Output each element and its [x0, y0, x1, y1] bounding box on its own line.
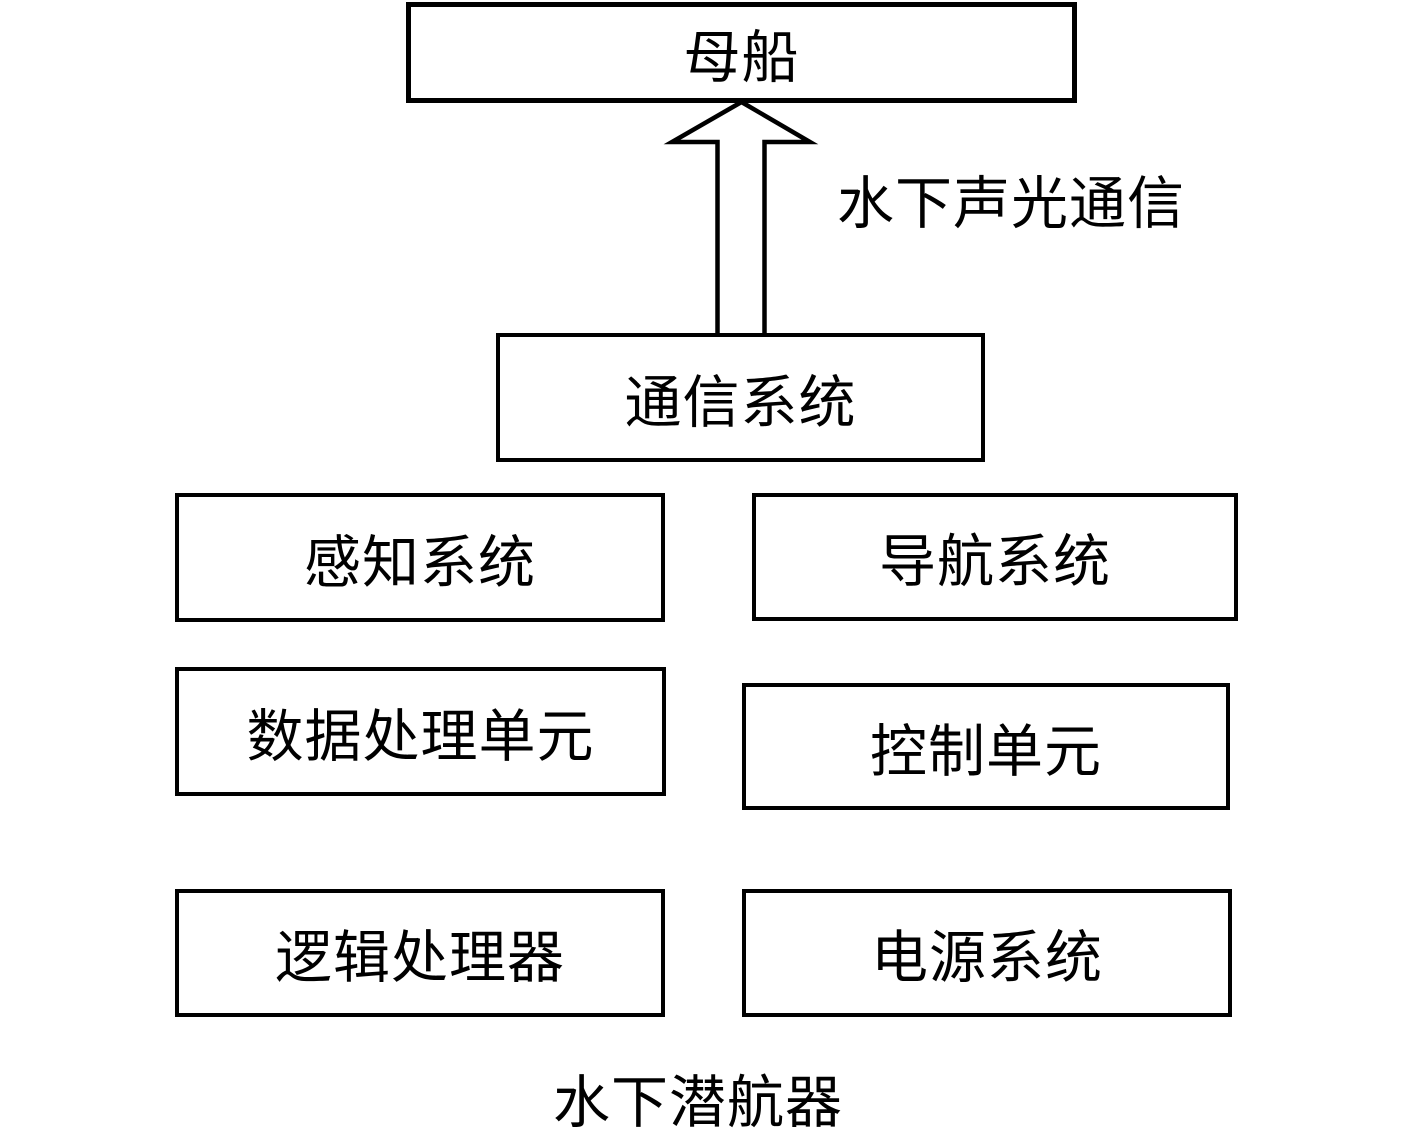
node-navigation-system: 导航系统 [752, 493, 1238, 621]
connection-label: 水下声光通信 [837, 173, 1185, 236]
node-data-processing-unit: 数据处理单元 [175, 667, 666, 796]
node-data-processing-unit-label: 数据处理单元 [246, 705, 595, 769]
node-logic-processor: 逻辑处理器 [175, 889, 665, 1017]
node-mothership-label: 母船 [683, 26, 800, 90]
diagram-caption: 水下潜航器 [553, 1072, 843, 1135]
node-power-system-label: 电源系统 [871, 927, 1103, 990]
node-perception-system: 感知系统 [175, 493, 665, 622]
node-mothership: 母船 [406, 2, 1077, 103]
node-control-unit-label: 控制单元 [870, 720, 1102, 784]
node-navigation-system-label: 导航系统 [879, 531, 1111, 594]
node-perception-system-label: 感知系统 [304, 531, 536, 595]
node-power-system: 电源系统 [742, 889, 1232, 1017]
node-logic-processor-label: 逻辑处理器 [275, 927, 565, 990]
node-communication-system-label: 通信系统 [624, 371, 857, 435]
node-communication-system: 通信系统 [496, 333, 985, 462]
node-control-unit: 控制单元 [742, 683, 1230, 810]
